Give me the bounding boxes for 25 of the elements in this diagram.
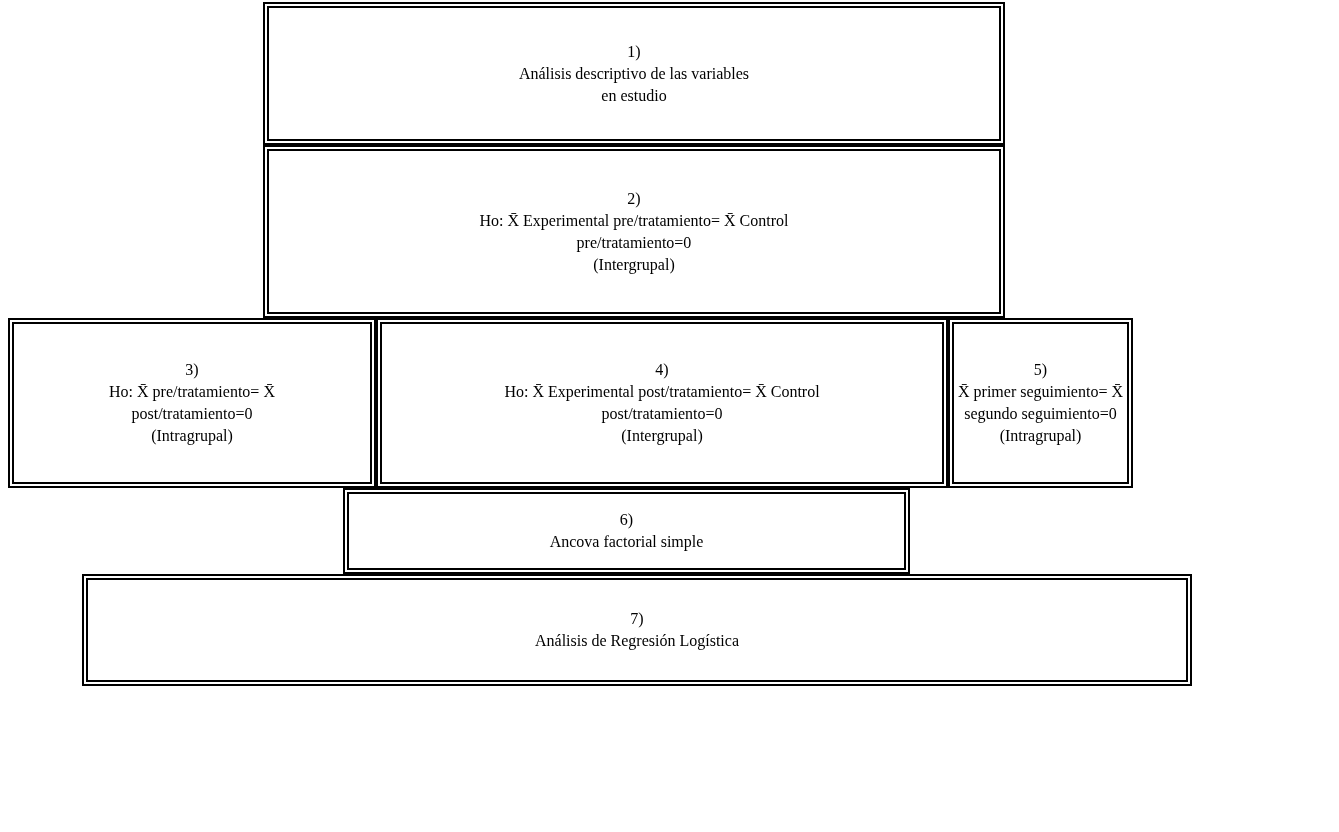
box-text: Ho: X̄ Experimental pre/tratamiento= X̄ Control pre/tratamiento=0 [478, 210, 790, 254]
box-text: X̄ primer seguimiento= X̄ segundo seguimiento=0 [957, 382, 1124, 425]
box-text: Ho: X̄ pre/tratamiento= X̄ post/tratamiento=0 [108, 382, 276, 425]
box-text: Análisis de Regresión Logística [535, 631, 739, 652]
process-box [263, 145, 1005, 318]
box-text: 1) [627, 41, 641, 62]
box-text: (Intragrupal) [151, 426, 233, 447]
box-text: Análisis descriptivo de las variables en estudio [517, 63, 751, 106]
box-text: 6) [619, 510, 634, 531]
box-text: 2) [627, 188, 641, 209]
box-text: Ancova factorial simple [549, 532, 704, 553]
box-text: Ho: X̄ Experimental post/tratamiento= X̄ Control post/tratamiento=0 [503, 382, 821, 425]
process-box [376, 318, 948, 488]
box-text: 3) [185, 360, 199, 380]
box-text: 5) [1033, 360, 1048, 381]
box-text: 4) [655, 360, 669, 380]
process-box [263, 2, 1005, 145]
process-box [82, 574, 1192, 686]
box-text: 7) [630, 609, 644, 629]
box-text: (Intergrupal) [621, 426, 703, 447]
process-box [948, 318, 1133, 488]
box-text: (Intergrupal) [593, 254, 675, 276]
process-box [343, 488, 910, 574]
box-text: (Intragrupal) [999, 426, 1082, 447]
process-box [8, 318, 376, 488]
